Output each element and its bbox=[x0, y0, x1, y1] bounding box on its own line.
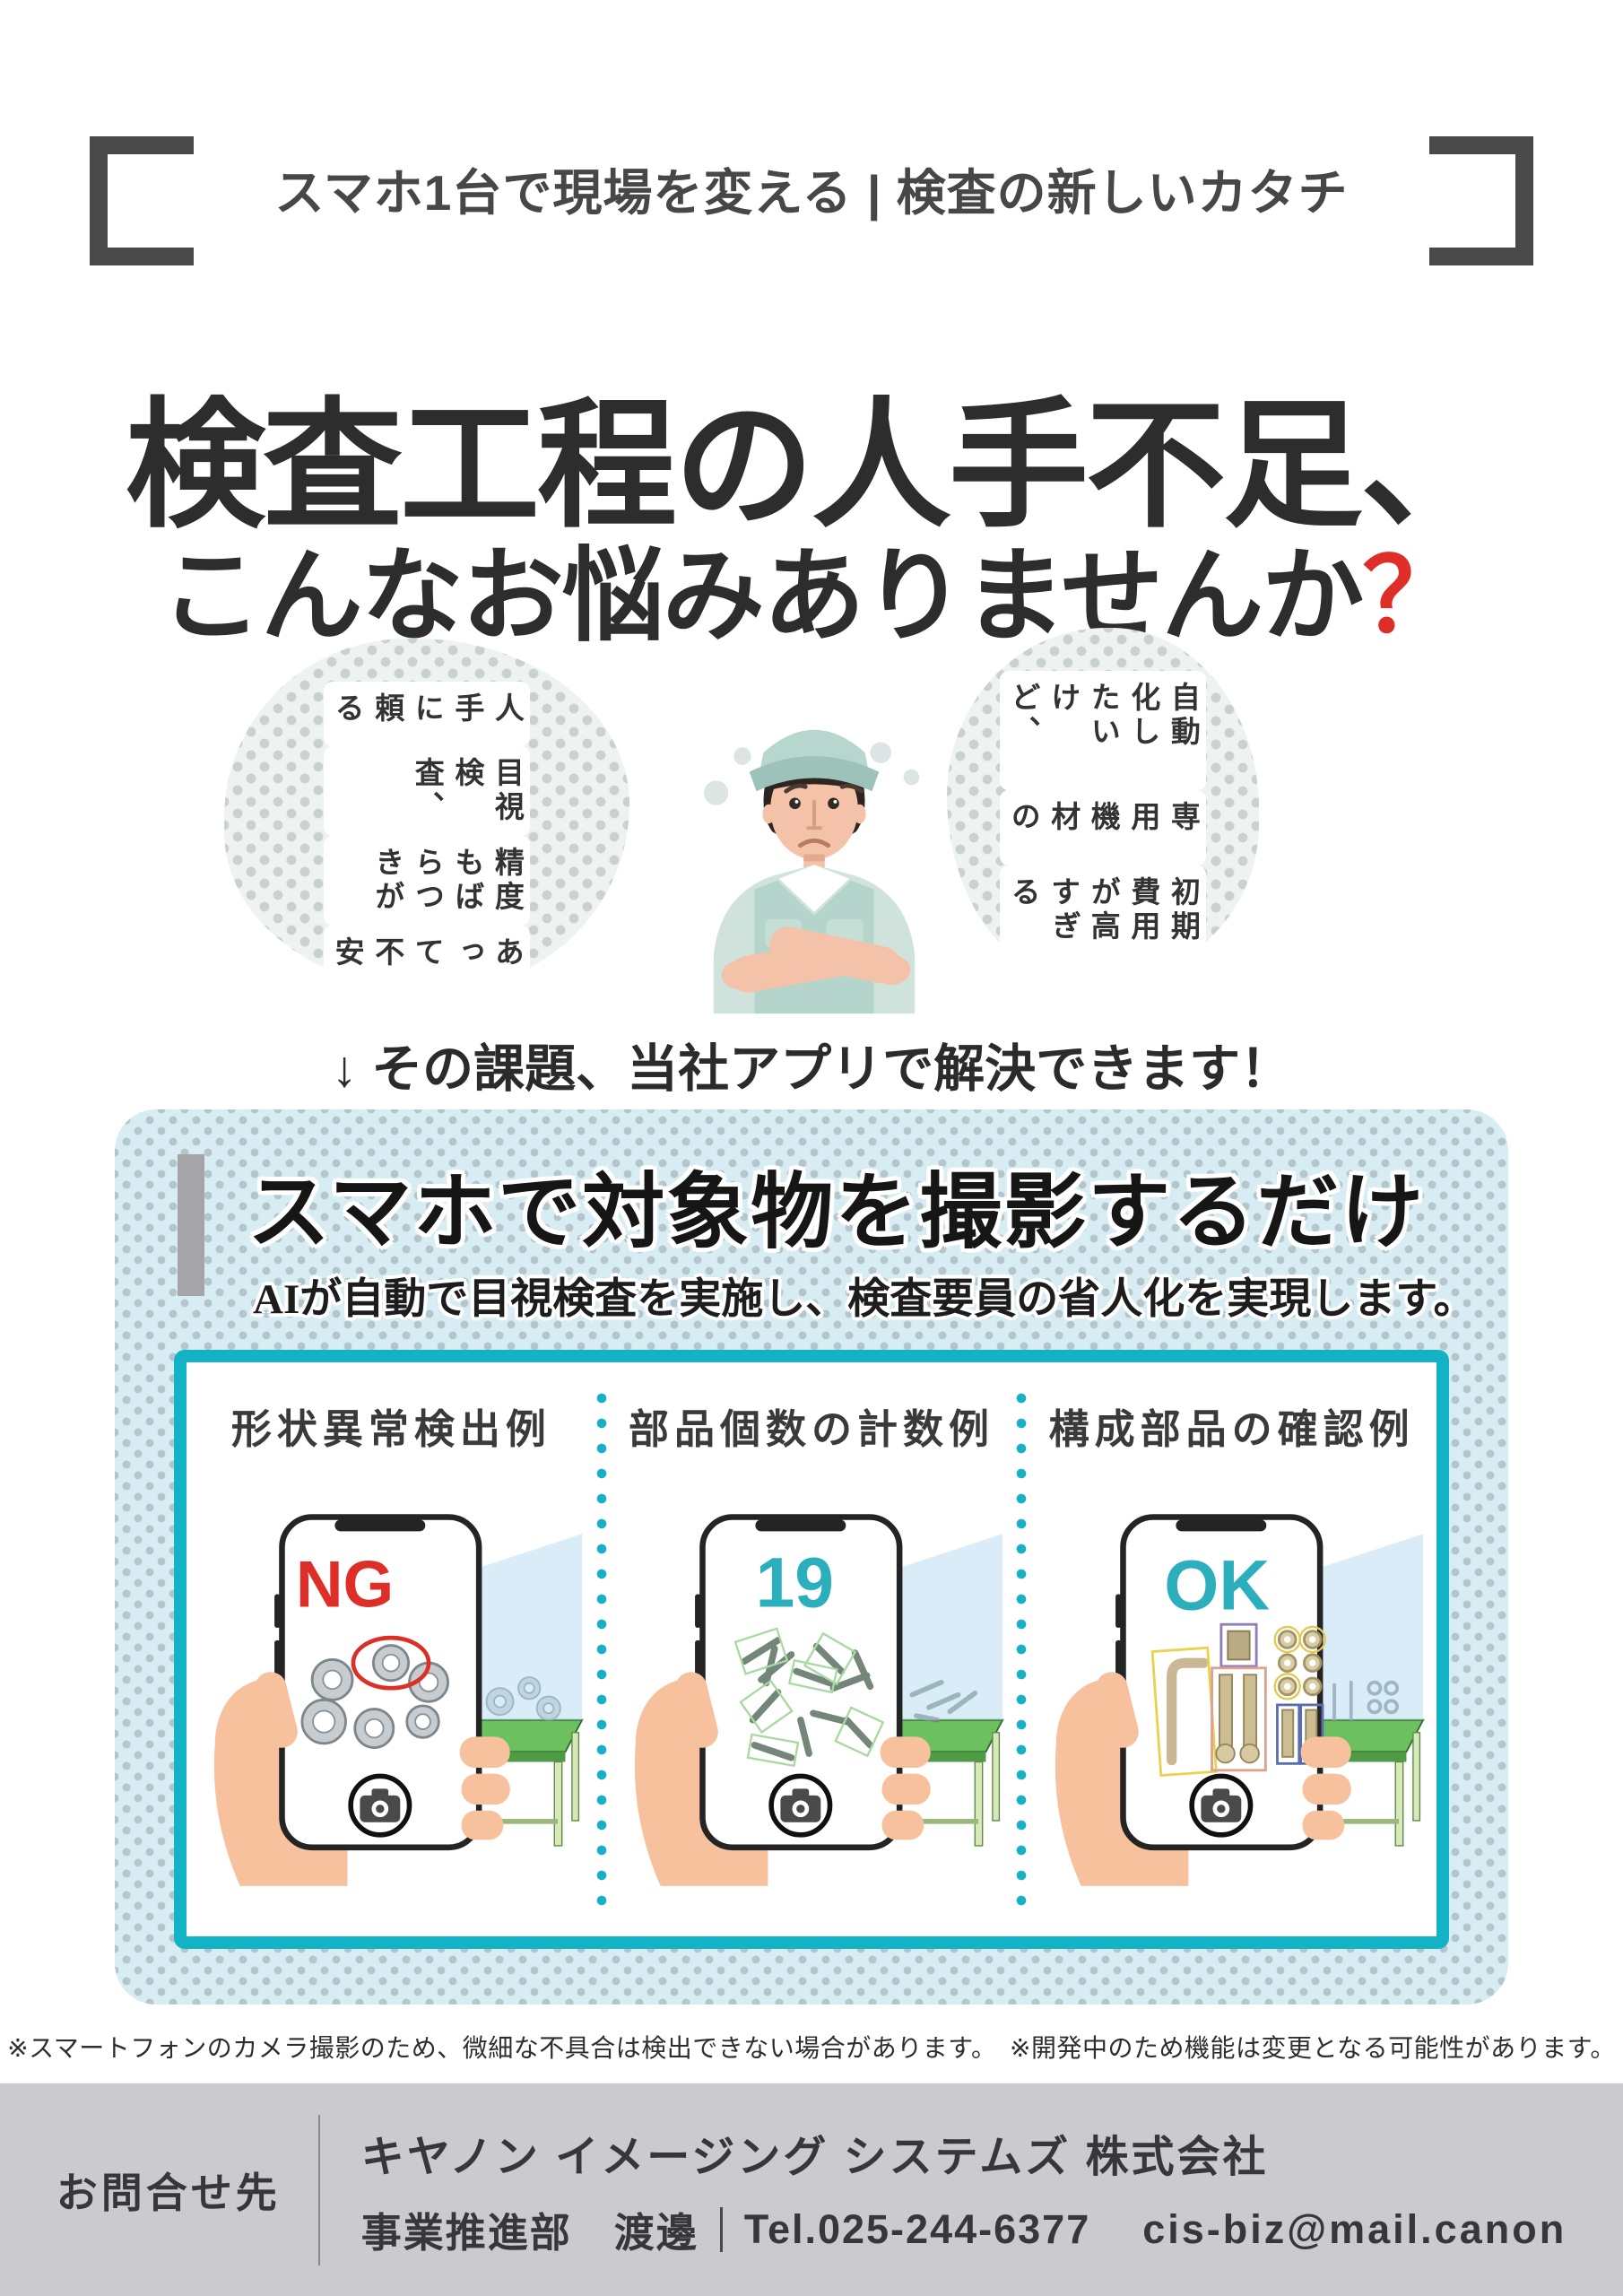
dotted-separator bbox=[1016, 1386, 1028, 1913]
phone-demo-ok-illustration: OK bbox=[1055, 1514, 1425, 1886]
disclaimer-note: ※スマートフォンのカメラ撮影のため、微細な不具合は検出できない場合があります。 … bbox=[7, 2034, 1616, 2062]
thought-bubble-right-text: 自動化したいけど、 専用機材の 初期費用が高すぎる bbox=[994, 628, 1213, 985]
headline-line1: 検査工程の人手不足、 bbox=[126, 388, 1500, 544]
dotted-separator bbox=[595, 1386, 607, 1913]
result-label-ng: NG bbox=[296, 1549, 394, 1622]
example-column-component-check: 構成部品の確認例 bbox=[1027, 1362, 1436, 1936]
detection-boxes bbox=[733, 1627, 885, 1768]
company-name: キヤノン イメージング システムズ 株式会社 bbox=[360, 2134, 1269, 2181]
solution-title: スマホで対象物を撮影するだけ bbox=[247, 1167, 1426, 1258]
camera-beam bbox=[1290, 1534, 1423, 1720]
thought-bubble-right: 自動化したいけど、 専用機材の 初期費用が高すぎる bbox=[947, 628, 1259, 985]
department-name: 事業推進部 渡邊 bbox=[360, 2210, 699, 2256]
bubble-right-line: 自動化したいけど、 bbox=[999, 671, 1207, 790]
fingertips bbox=[1095, 1672, 1351, 1840]
defect-highlight-circle bbox=[351, 1635, 431, 1691]
solution-lead: ↓ その課題、当社アプリで解決できます！ bbox=[331, 1040, 1292, 1098]
accent-bar bbox=[178, 1154, 204, 1296]
tagline: スマホ1台で現場を変える | 検査の新しいカタチ bbox=[274, 165, 1349, 221]
headline-line2: こんなお悩みありませんか？ bbox=[0, 513, 1623, 661]
contact-block: キヤノン イメージング システムズ 株式会社 事業推進部 渡邊 Tel.025-… bbox=[361, 2121, 1567, 2258]
contact-footer: お問合せ先 キヤノン イメージング システムズ 株式会社 事業推進部 渡邊 Te… bbox=[0, 2083, 1623, 2296]
examples-panel: 形状異常検出例 bbox=[174, 1350, 1449, 1949]
bubble-right-line: 初期費用が高すぎる bbox=[999, 865, 1207, 985]
example-column-part-counting: 部品個数の計数例 bbox=[607, 1362, 1017, 1936]
parts-on-screen bbox=[1150, 1622, 1326, 1778]
example-title: 構成部品の確認例 bbox=[1048, 1406, 1415, 1452]
camera-beam bbox=[870, 1534, 1003, 1720]
phone-number: Tel.025-244-6377 bbox=[743, 2205, 1091, 2252]
camera-shutter-button bbox=[768, 1773, 833, 1838]
thought-bubble-left: 人手に頼る 目視検査、 精度もばらつきが あって不安 bbox=[224, 639, 629, 990]
phone-demo-ng-illustration: NG bbox=[214, 1514, 585, 1886]
camera-shutter-button bbox=[1188, 1773, 1254, 1838]
screws-on-screen bbox=[741, 1637, 874, 1761]
contact-details: 事業推進部 渡邊 Tel.025-244-6377 cis-biz@mail.c… bbox=[361, 2200, 1567, 2258]
camera-shutter-button bbox=[348, 1773, 412, 1838]
vertical-divider bbox=[317, 2114, 320, 2266]
bubble-left-line: あって不安 bbox=[323, 926, 531, 990]
frown-mouth bbox=[797, 838, 831, 848]
phone-demo-count-illustration: 19 bbox=[634, 1514, 1004, 1886]
thin-divider-bar bbox=[719, 2206, 723, 2252]
camera-beam bbox=[449, 1534, 583, 1720]
bubble-left-line: 精度もばらつきが bbox=[323, 835, 531, 926]
contact-email: cis-biz@mail.canon bbox=[1142, 2205, 1567, 2252]
bubble-right-line: 専用機材の bbox=[999, 789, 1207, 866]
thought-bubble-left-text: 人手に頼る 目視検査、 精度もばらつきが あって不安 bbox=[317, 639, 537, 990]
example-title: 部品個数の計数例 bbox=[629, 1406, 995, 1452]
worried-worker-illustration bbox=[703, 729, 920, 1014]
headline-line2-text: こんなお悩みありませんか bbox=[160, 540, 1365, 654]
right-bracket-decoration bbox=[1429, 136, 1533, 265]
example-column-shape-anomaly: 形状異常検出例 bbox=[187, 1362, 596, 1936]
result-label-count: 19 bbox=[756, 1544, 834, 1622]
solution-box: スマホで対象物を撮影するだけ AIが自動で目視検査を実施し、検査要員の省人化を実… bbox=[115, 1109, 1508, 2005]
fingertips bbox=[255, 1672, 511, 1840]
bubble-left-line: 目視検査、 bbox=[323, 745, 531, 836]
example-title: 形状異常検出例 bbox=[230, 1406, 551, 1452]
question-mark: ？ bbox=[1362, 540, 1464, 654]
contact-label: お問合せ先 bbox=[56, 2169, 281, 2216]
bubble-left-line: 人手に頼る bbox=[323, 682, 531, 746]
solution-subtitle: AIが自動で目視検査を実施し、検査要員の省人化を実現します。 bbox=[253, 1276, 1476, 1323]
fingertips bbox=[675, 1672, 931, 1840]
result-label-ok: OK bbox=[1164, 1545, 1270, 1624]
left-bracket-decoration bbox=[90, 136, 194, 265]
